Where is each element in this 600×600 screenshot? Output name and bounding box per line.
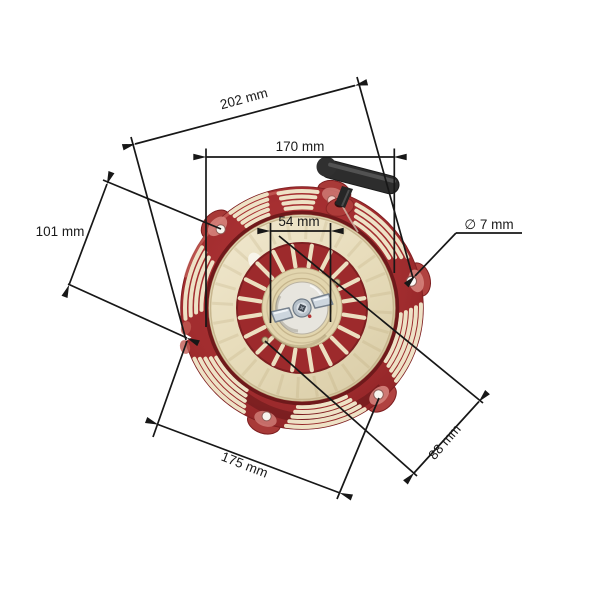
- extension-line-175-right: [336, 397, 380, 500]
- reel-streaks: [212, 218, 392, 398]
- dimension-label-202: 202 mm: [218, 85, 269, 112]
- extension-line-88-bottom: [264, 340, 418, 477]
- starter-rope: [342, 206, 359, 233]
- dimension-label-54: 54 mm: [278, 214, 319, 229]
- extension-line-101-bottom: [67, 283, 200, 347]
- starter-handle: [316, 156, 400, 233]
- reel-rim: [209, 215, 395, 401]
- dimension-line-88: [403, 389, 490, 485]
- dimension-label-88: 88 mm: [425, 422, 463, 463]
- mounting-hole-bottom: [261, 411, 272, 422]
- flange-notch-left: [175, 328, 192, 347]
- extension-line-175-left: [152, 340, 188, 438]
- vent-slots: [183, 188, 423, 429]
- recoil-starter-image: [175, 156, 431, 435]
- extension-line-202-right: [356, 76, 414, 279]
- dimension-label-101: 101 mm: [36, 224, 85, 239]
- extension-line-202-left: [130, 136, 187, 341]
- extension-line-101-top: [102, 179, 222, 230]
- dimension-line-101: [61, 170, 115, 299]
- mounting-hole-right: [406, 275, 417, 287]
- dimension-line-175: [144, 417, 354, 501]
- dimension-line-202: [121, 79, 369, 151]
- dimension-label-dia7: ∅ 7 mm: [464, 217, 513, 232]
- center-ratchet: [270, 281, 334, 335]
- reel-spokes: [237, 243, 367, 373]
- dimension-label-175: 175 mm: [219, 449, 270, 481]
- leader-line-dia7: [403, 232, 457, 288]
- extension-line-88-top: [278, 235, 484, 404]
- dimension-label-170: 170 mm: [276, 139, 325, 154]
